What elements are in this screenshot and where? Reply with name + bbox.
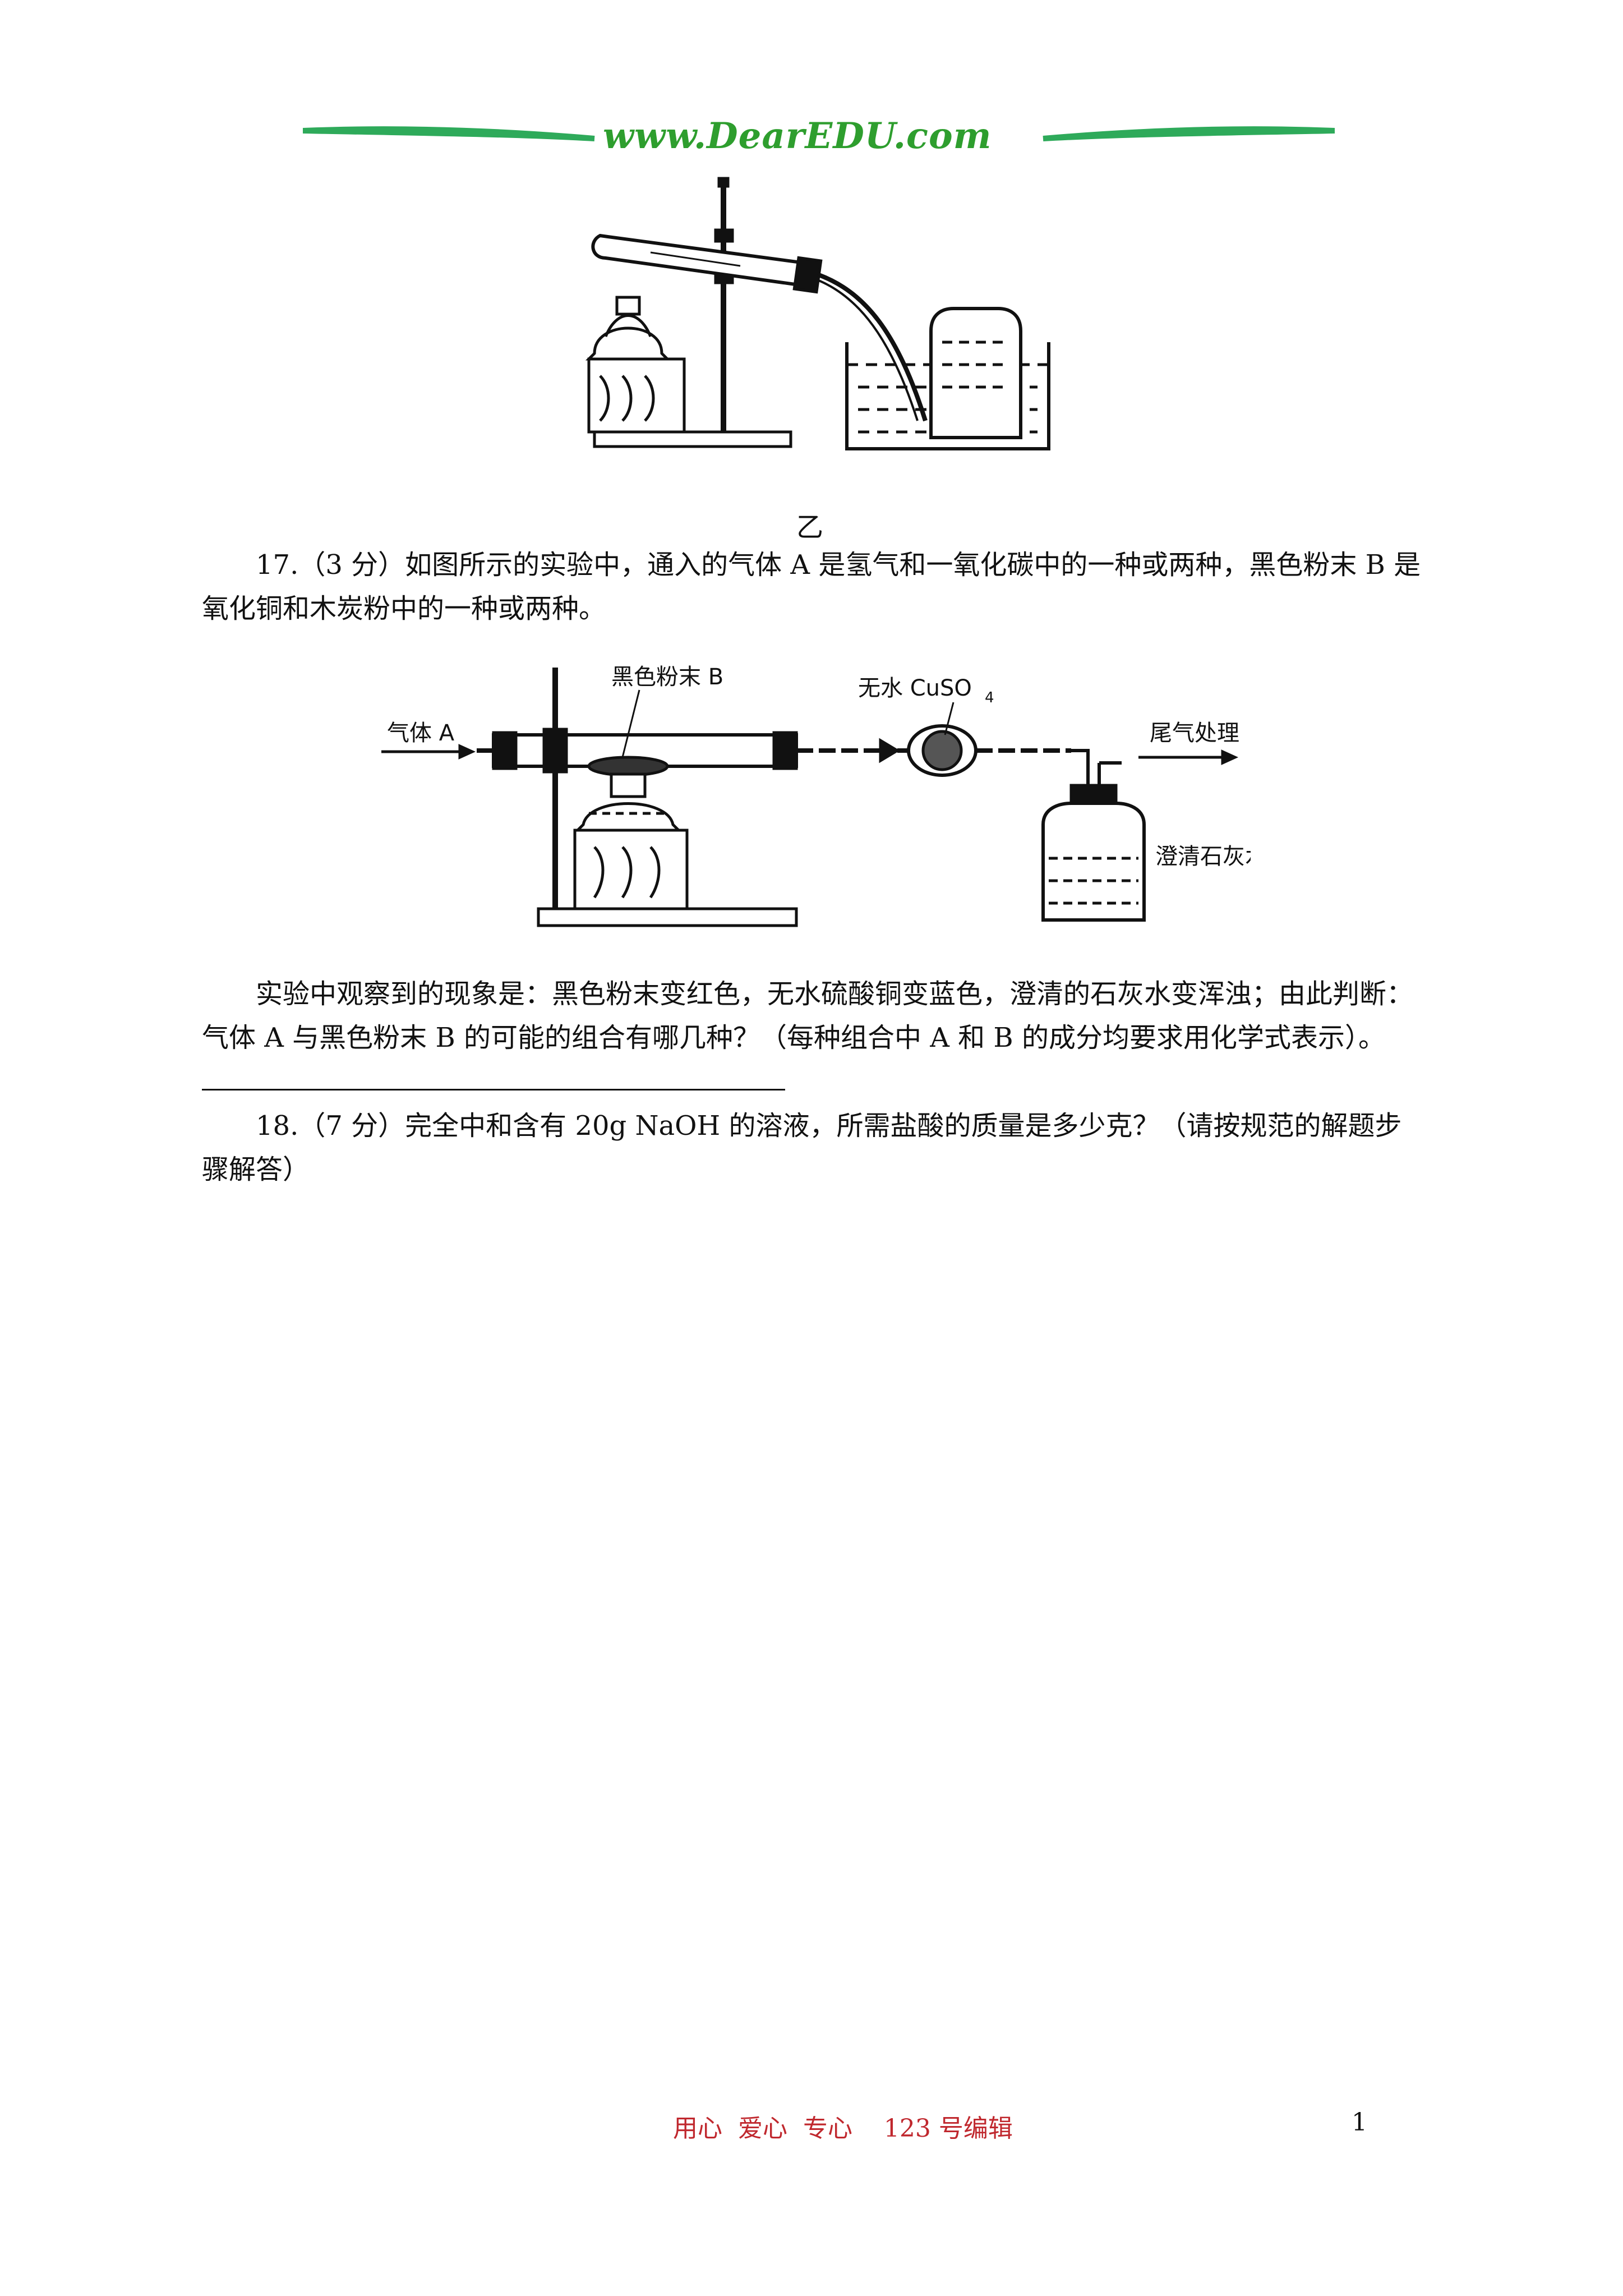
- question-18-number: 18.: [256, 1110, 299, 1142]
- label-limewater: 澄清石灰水: [1155, 844, 1251, 869]
- site-logo: www.DearEDU.com: [603, 115, 992, 157]
- label-gas-a: 气体 A: [387, 720, 455, 746]
- figure-2-apparatus: 气体 A 黑色粉末 B 无水 CuSO 4 尾气处理 澄清石灰水: [381, 664, 1251, 927]
- observation-text: 实验中观察到的现象是：黑色粉末变红色，无水硫酸铜变蓝色，澄清的石灰水变浑浊；由此…: [202, 978, 1414, 1053]
- footer-editor-note: 用心 爱心 专心 123 号编辑: [673, 2114, 1013, 2143]
- header-swoosh-graphic: [303, 126, 1335, 141]
- question-17-text: （3 分）如图所示的实验中，通入的气体 A 是氢气和一氧化碳中的一种或两种，黑色…: [202, 549, 1421, 624]
- figure-1-apparatus: [585, 177, 1050, 450]
- question-17: 17.（3 分）如图所示的实验中，通入的气体 A 是氢气和一氧化碳中的一种或两种…: [202, 543, 1424, 631]
- question-17-number: 17.: [256, 549, 299, 581]
- label-cuso4-subscript: 4: [985, 689, 994, 706]
- observation-paragraph: 实验中观察到的现象是：黑色粉末变红色，无水硫酸铜变蓝色，澄清的石灰水变浑浊；由此…: [202, 972, 1424, 1103]
- label-black-powder-b: 黑色粉末 B: [611, 664, 723, 690]
- page-number: 1: [1352, 2108, 1367, 2137]
- figure-1-caption: 乙: [796, 512, 824, 543]
- label-exhaust-treatment: 尾气处理: [1150, 720, 1239, 746]
- answer-blank[interactable]: [202, 1063, 785, 1091]
- label-anhydrous-cuso4: 无水 CuSO: [858, 675, 972, 701]
- question-18-text: （7 分）完全中和含有 20g NaOH 的溶液，所需盐酸的质量是多少克？（请按…: [202, 1110, 1402, 1185]
- question-18: 18.（7 分）完全中和含有 20g NaOH 的溶液，所需盐酸的质量是多少克？…: [202, 1104, 1424, 1191]
